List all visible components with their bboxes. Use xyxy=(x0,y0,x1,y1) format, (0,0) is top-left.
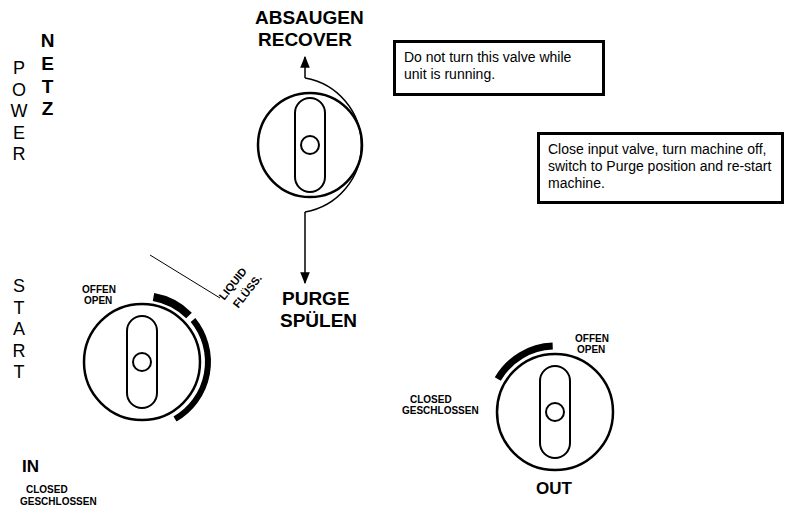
selector-valve xyxy=(258,57,362,283)
valve-label: OFFEN xyxy=(82,284,116,295)
valve-label: CLOSED xyxy=(26,484,68,495)
valve-label: OPEN xyxy=(84,295,112,306)
switch-label: START xyxy=(10,276,28,384)
valve-label: IN xyxy=(22,458,39,477)
valve-label: OPEN xyxy=(577,344,605,355)
switch-label: NETZ xyxy=(38,30,57,121)
switch-label: POWER xyxy=(10,58,28,166)
valve-label: ABSAUGEN xyxy=(255,8,364,29)
valve-label: GESCHLOSSEN xyxy=(402,405,479,416)
valve-label: RECOVER xyxy=(258,30,352,51)
valve-label: PURGE xyxy=(282,289,350,310)
callout-text: Do not turn this valve while unit is run… xyxy=(404,49,594,83)
valve-label: CLOSED xyxy=(410,394,452,405)
valve-label: OFFEN xyxy=(575,333,609,344)
valve-label: OUT xyxy=(536,480,572,499)
callout-box: Do not turn this valve while unit is run… xyxy=(393,40,605,96)
valve-label: SPÜLEN xyxy=(280,311,357,332)
callout-text: Close input valve, turn machine off, swi… xyxy=(548,141,773,191)
input-valve xyxy=(84,255,220,420)
output-valve xyxy=(497,346,613,470)
valve-label: GESCHLOSSEN xyxy=(20,496,97,507)
callout-box: Close input valve, turn machine off, swi… xyxy=(537,132,784,204)
